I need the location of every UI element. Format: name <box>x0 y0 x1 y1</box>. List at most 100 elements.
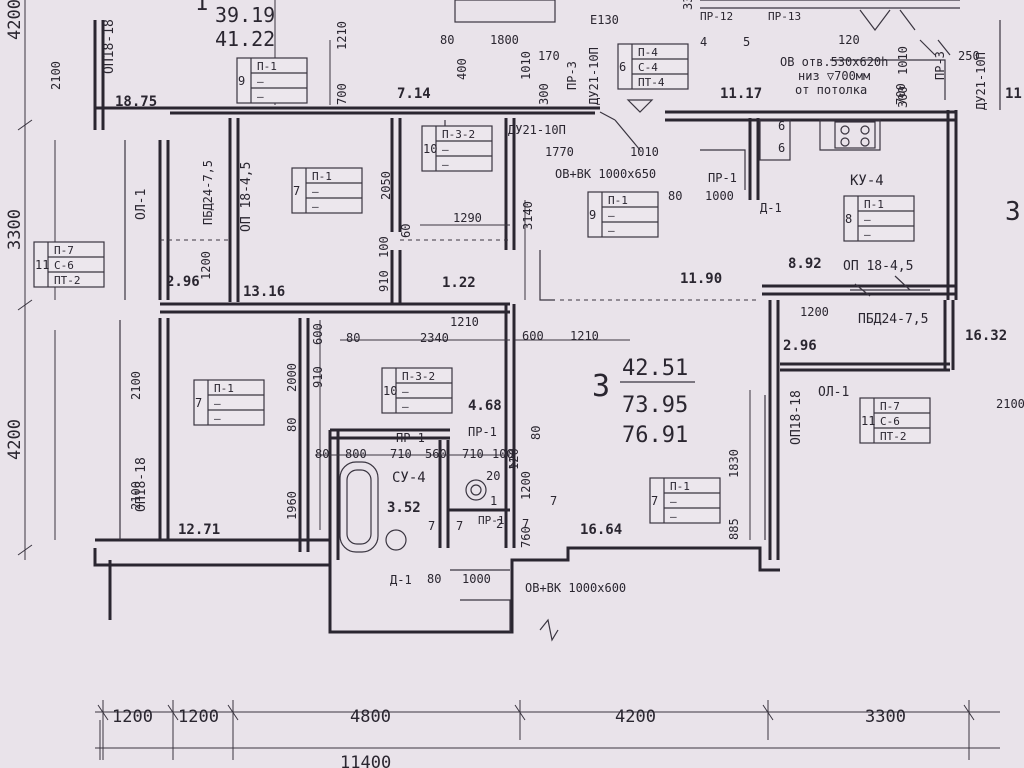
dimension-text: 1200 <box>178 707 219 727</box>
dim-small: 2340 <box>420 331 449 345</box>
dim-small: 1290 <box>453 211 482 225</box>
dim-small: 2050 <box>379 171 393 200</box>
finish-table: 10П-3-2–– <box>381 367 453 414</box>
room-areas: 18.75 7.14 13.16 2.96 1.22 12.71 4.68 3.… <box>115 86 1024 538</box>
vent-mark-icon <box>859 9 916 31</box>
apartment-1-area-total: 41.22 <box>215 27 275 51</box>
break-mark <box>539 618 559 642</box>
dimension-text: 3300 <box>5 209 25 250</box>
dim-small: 80 <box>285 418 299 432</box>
dimension-text: 1200 <box>112 707 153 727</box>
dimension-lines <box>17 0 1000 760</box>
finish-table-cell: – <box>214 412 221 425</box>
dim-small: 700 <box>894 83 908 105</box>
dim-small: 80 <box>668 189 682 203</box>
kitchen-code: КУ-4 <box>850 173 884 189</box>
room-area: 11.90 <box>680 271 722 287</box>
room-area: 12.71 <box>178 522 220 538</box>
dim-small: 2100 <box>996 397 1024 411</box>
dim-small: 600 <box>311 323 325 345</box>
dim-small: 80 <box>529 426 543 440</box>
finish-table-cell: ПТ-2 <box>880 430 907 443</box>
dim-small: 2000 <box>285 363 299 392</box>
dim-small: 1200 <box>199 251 213 280</box>
dimension-text: 11400 <box>340 753 391 768</box>
finish-table-frame <box>843 195 915 242</box>
dim-small: 1000 <box>705 189 734 203</box>
finish-table-room-number: 9 <box>589 208 596 222</box>
pr-label: ПР-1 <box>396 431 425 445</box>
finish-table: 7П-1–– <box>291 167 363 214</box>
finish-table-cell: – <box>312 200 319 213</box>
dim-small: 250 <box>958 49 980 63</box>
dim-small: 1010 <box>519 51 533 80</box>
mark-number: 7 <box>456 519 463 533</box>
dimension-text: 4200 <box>5 0 25 40</box>
dim-small: 33 <box>681 0 695 10</box>
dim-small: 1200 <box>800 305 829 319</box>
walls <box>93 0 960 634</box>
stove-outline <box>819 119 881 151</box>
finish-table-cell: П-1 <box>670 480 690 493</box>
window-label: ОП 18-4,5 <box>239 162 254 232</box>
pr-label: ПР-1 <box>468 425 497 439</box>
finish-table-room-number: 7 <box>293 184 300 198</box>
pr-label: ПР-3 <box>933 51 947 80</box>
door-code: Д-1 <box>390 573 412 587</box>
dim-small: 1210 <box>450 315 479 329</box>
bath-code: СУ-4 <box>392 470 426 486</box>
room-area: 13.16 <box>243 284 285 300</box>
finish-table-cell: П-1 <box>608 194 628 207</box>
finish-table-frame <box>649 477 721 524</box>
dim-small: 2 <box>496 517 503 531</box>
finish-table-cell: С-4 <box>638 61 658 74</box>
finish-table-cell: ПТ-4 <box>638 76 665 89</box>
finish-table-cell: – <box>442 143 449 156</box>
dim-small: 80 <box>427 572 441 586</box>
dim-small: 710 <box>390 447 412 461</box>
window-label: ОЛ-1 <box>134 189 149 220</box>
apartment-1-area-living: 39.19 <box>215 3 275 27</box>
finish-table: 7П-1–– <box>193 379 265 426</box>
finish-table-cell: – <box>402 400 409 413</box>
dim-small: 1770 <box>545 145 574 159</box>
area-total-balcony: 76.91 <box>622 423 688 448</box>
room-area: 11.2 <box>1005 86 1024 102</box>
room-area: 2.96 <box>166 274 200 290</box>
dimension-text: 4200 <box>5 419 25 460</box>
finish-table-cell: – <box>257 90 264 103</box>
finish-table-cell: – <box>402 385 409 398</box>
left-dimensions: 4200 3300 4200 <box>5 0 25 460</box>
finish-table-cell: – <box>608 224 615 237</box>
finish-table-cell: – <box>312 185 319 198</box>
dim-small: 910 <box>311 366 325 388</box>
grille-icon <box>919 39 951 56</box>
finish-table-cell: – <box>670 495 677 508</box>
dim-small: 1830 <box>727 449 741 478</box>
apartment-3-label: 3 42.51 73.95 76.91 <box>592 356 695 448</box>
door-label: ПБД24-7,5 <box>858 312 928 327</box>
dim-small: 2100 <box>129 371 143 400</box>
finish-table-room-number: 10 <box>423 142 437 156</box>
finish-table-room-number: 7 <box>651 494 658 508</box>
dim-small: 120 <box>507 448 521 470</box>
finish-table-cell: – <box>442 158 449 171</box>
finish-table-cell: П-7 <box>880 400 900 413</box>
finish-table-cell: П-1 <box>864 198 884 211</box>
dim-small: 800 <box>345 447 367 461</box>
dim-small: 100 <box>492 447 514 461</box>
duct-label: ДУ21-10П <box>974 52 988 110</box>
finish-table-room-number: 11 <box>861 414 875 428</box>
dim-small: 2100 <box>129 481 143 510</box>
dim-small: 300 <box>537 83 551 105</box>
dim-small: 760 <box>519 526 533 548</box>
finish-table-frame <box>33 241 105 288</box>
dim-small: 1210 <box>570 329 599 343</box>
finish-table-cell: П-1 <box>257 60 277 73</box>
dim-small: 6 <box>778 119 785 133</box>
finish-table-cell: – <box>214 397 221 410</box>
finish-table-room-number: 10 <box>383 384 397 398</box>
room-area: 7.14 <box>397 86 431 102</box>
mark-number: 3 <box>1005 197 1021 227</box>
